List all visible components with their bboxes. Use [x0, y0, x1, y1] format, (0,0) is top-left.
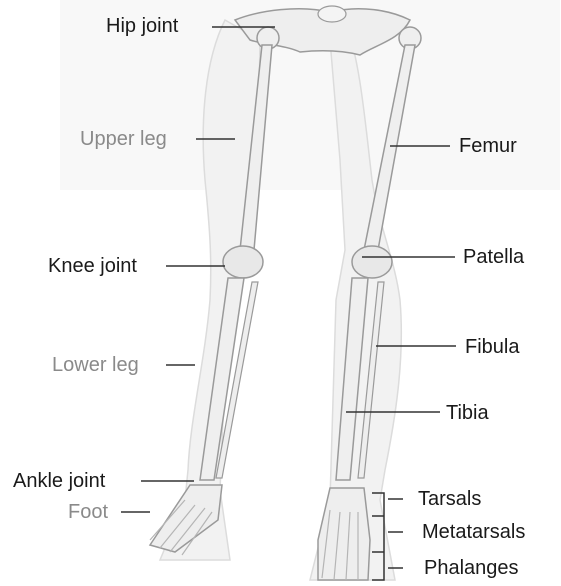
sacrum: [318, 6, 346, 22]
left-foot: [318, 488, 370, 580]
right-knee: [223, 246, 263, 278]
fibula-label: Fibula: [465, 336, 519, 358]
upper-leg-label: Upper leg: [80, 128, 167, 150]
phalanges-label: Phalanges: [424, 557, 519, 579]
ankle-joint-label: Ankle joint: [13, 470, 105, 492]
left-patella: [352, 246, 392, 278]
patella-label: Patella: [463, 246, 524, 268]
knee-joint-label: Knee joint: [48, 255, 137, 277]
tibia-label: Tibia: [446, 402, 489, 424]
foot-label: Foot: [68, 501, 108, 523]
lower-leg-label: Lower leg: [52, 354, 139, 376]
tarsals-label: Tarsals: [418, 488, 481, 510]
femur-label: Femur: [459, 135, 517, 157]
metatarsals-label: Metatarsals: [422, 521, 525, 543]
hip-joint-label: Hip joint: [106, 15, 178, 37]
